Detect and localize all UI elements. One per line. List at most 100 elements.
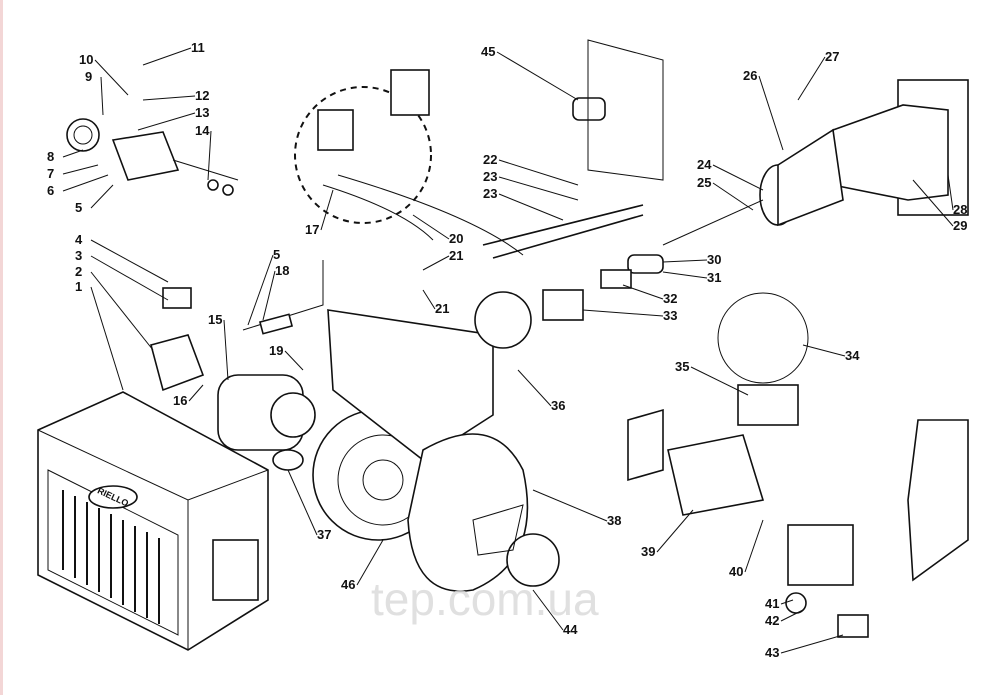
part-label-6: 6 [47, 183, 54, 198]
optional-valves-circle [294, 86, 432, 224]
leader-line [498, 159, 579, 186]
leader-line [622, 284, 664, 300]
leader-line [712, 182, 754, 211]
fan-housing [312, 309, 560, 592]
leader-line [780, 609, 804, 622]
leader-line [262, 270, 276, 321]
leader-line [356, 539, 384, 586]
part-label-38: 38 [607, 513, 621, 528]
leader-line [287, 469, 318, 536]
part-label-26: 26 [743, 68, 757, 83]
leader-line [142, 47, 192, 66]
leader-line [656, 509, 694, 553]
leader-line [662, 259, 708, 263]
part-label-41: 41 [765, 596, 779, 611]
part-label-11: 11 [191, 40, 205, 55]
part-label-2: 2 [75, 264, 82, 279]
burner-parts-drawing: RIELLO [37, 39, 969, 654]
part-label-9: 9 [85, 69, 92, 84]
leader-line [62, 174, 109, 192]
part-label-45: 45 [481, 44, 495, 59]
part-label-15: 15 [208, 312, 222, 327]
part-label-17: 17 [305, 222, 319, 237]
burner-cover: RIELLO [37, 391, 269, 651]
part-label-23: 23 [483, 169, 497, 184]
leader-line [62, 149, 84, 158]
part-label-25: 25 [697, 175, 711, 190]
bracket-right [907, 419, 969, 582]
leader-line [712, 164, 764, 191]
part-label-46: 46 [341, 577, 355, 592]
part-label-5: 5 [75, 200, 82, 215]
leader-line [90, 184, 114, 209]
part-label-27: 27 [825, 49, 839, 64]
part-label-43: 43 [765, 645, 779, 660]
motor [217, 374, 316, 471]
part-label-24: 24 [697, 157, 712, 172]
part-label-21: 21 [449, 248, 463, 263]
leader-line [90, 271, 154, 351]
leader-line [532, 489, 608, 522]
leader-line [137, 112, 196, 131]
part-label-12: 12 [195, 88, 209, 103]
part-label-3: 3 [75, 248, 82, 263]
part-label-39: 39 [641, 544, 655, 559]
leader-line [142, 95, 196, 101]
part-label-36: 36 [551, 398, 565, 413]
leader-line [496, 51, 579, 101]
part-label-18: 18 [275, 263, 289, 278]
electrodes [242, 204, 644, 335]
leader-line [422, 289, 436, 310]
leader-line [517, 369, 552, 407]
leader-line [498, 176, 579, 201]
filter-part [572, 97, 606, 121]
leader-line [284, 350, 304, 371]
part-label-10: 10 [79, 52, 93, 67]
watermark: tep.com.ua [371, 573, 599, 625]
part-label-32: 32 [663, 291, 677, 306]
leader-line [758, 75, 784, 151]
part-label-30: 30 [707, 252, 721, 267]
oil-pump [150, 287, 205, 392]
leader-line [62, 164, 99, 175]
photocell-parts [474, 254, 664, 349]
leader-line [498, 193, 564, 221]
leader-line [94, 59, 129, 96]
leader-line [780, 634, 844, 654]
part-label-42: 42 [765, 613, 779, 628]
part-label-8: 8 [47, 149, 54, 164]
leader-line [90, 255, 169, 301]
part-label-29: 29 [953, 218, 967, 233]
leader-line [662, 271, 708, 279]
leader-line [247, 254, 274, 326]
part-label-19: 19 [269, 343, 283, 358]
part-label-20: 20 [449, 231, 463, 246]
leader-line [320, 189, 334, 231]
blast-tube [662, 79, 969, 246]
leader-line [223, 319, 229, 381]
leader-line [207, 130, 212, 181]
part-label-33: 33 [663, 308, 677, 323]
diagram-canvas: RIELLO [37, 39, 969, 660]
leader-line [532, 589, 564, 631]
part-label-28: 28 [953, 202, 967, 217]
leader-line [797, 56, 826, 101]
part-label-40: 40 [729, 564, 743, 579]
leader-line [780, 599, 794, 605]
control-box [627, 384, 869, 638]
detail-circle-34 [717, 292, 809, 384]
leader-line [744, 519, 764, 573]
riello-logo [88, 485, 138, 509]
leader-line [690, 366, 749, 396]
leader-line [412, 214, 450, 240]
leader-line [582, 309, 664, 317]
leader-line [947, 174, 954, 211]
part-label-16: 16 [173, 393, 187, 408]
part-label-13: 13 [195, 105, 209, 120]
leader-line [90, 239, 169, 283]
leader-line [912, 179, 954, 227]
leader-line [188, 384, 204, 402]
part-label-1: 1 [75, 279, 82, 294]
